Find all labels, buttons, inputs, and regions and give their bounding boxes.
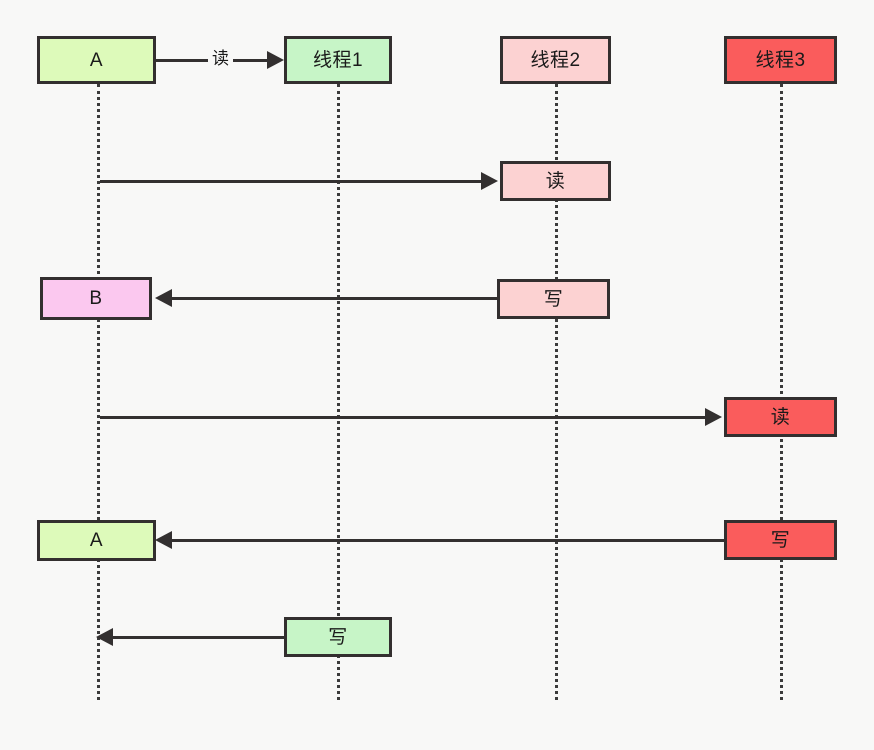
message-6-source-box[interactable]: 写 [284,617,392,657]
message-3-target-label: B [89,288,103,309]
message-5-line [172,539,724,542]
lifeline-thread1 [337,84,340,700]
message-5-arrowhead [155,531,172,549]
participant-a[interactable]: A [37,36,156,84]
message-6-arrowhead [96,628,113,646]
message-4-arrowhead [705,408,722,426]
message-3-target-box-b[interactable]: B [40,277,152,320]
message-4-line [100,416,705,419]
participant-thread2[interactable]: 线程2 [500,36,611,84]
participant-thread3-label: 线程3 [755,49,806,71]
message-4-target-label: 读 [770,406,791,428]
message-3-arrowhead [155,289,172,307]
message-1-arrowhead [267,51,284,69]
participant-thread1-label: 线程1 [312,49,364,71]
message-5-source-label: 写 [770,529,791,551]
message-2-line [100,180,481,183]
participant-thread2-label: 线程2 [530,49,581,71]
message-5-target-box-a[interactable]: A [37,520,156,561]
message-5-source-box[interactable]: 写 [724,520,837,560]
message-3-line [172,297,497,300]
message-2-target-box[interactable]: 读 [500,161,611,201]
message-6-line [112,636,284,639]
lifeline-a [97,84,100,700]
message-4-target-box[interactable]: 读 [724,397,837,437]
message-5-target-label: A [89,530,104,551]
participant-thread3[interactable]: 线程3 [724,36,837,84]
participant-thread1[interactable]: 线程1 [284,36,392,84]
message-2-target-label: 读 [545,170,566,192]
message-6-source-label: 写 [328,626,348,648]
message-2-arrowhead [481,172,498,190]
participant-a-label: A [89,49,104,71]
lifeline-thread3 [780,84,783,700]
message-1-label: 读 [208,44,233,69]
message-3-source-label: 写 [543,288,564,310]
lifeline-thread2 [555,84,558,700]
message-3-source-box[interactable]: 写 [497,279,610,319]
